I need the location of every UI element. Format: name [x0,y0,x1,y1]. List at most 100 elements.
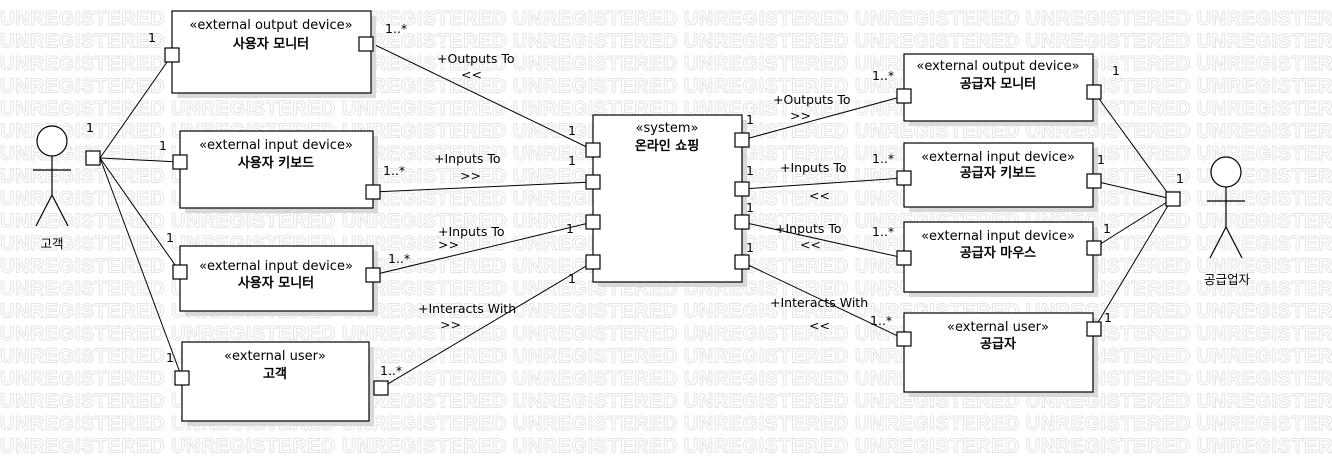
block-customer-user[interactable]: «external user» 고객 [181,341,374,426]
association-direction: << [461,67,482,82]
association-direction: >> [438,237,459,252]
block-user-monitor-output[interactable]: «external output device» 사용자 모니터 [171,10,376,98]
multiplicity: 1..* [380,363,402,378]
port[interactable] [1086,84,1102,100]
multiplicity: 1..* [870,313,892,328]
association-role: +Interacts With [770,295,868,310]
port[interactable] [172,154,188,170]
multiplicity: 1 [1176,171,1184,186]
multiplicity: 1 [148,30,156,45]
port[interactable] [1165,191,1181,207]
multiplicity: 1..* [385,21,407,36]
port[interactable] [1086,321,1102,337]
block-supplier-monitor[interactable]: «external output device» 공급자 모니터 [903,53,1098,126]
actor-head [1210,156,1242,188]
block-stereotype: «external user» [224,349,326,364]
port[interactable] [734,214,750,230]
block-name: 공급자 [980,337,1016,352]
block-stereotype: «external output device» [189,18,352,33]
multiplicity: 1 [566,221,574,236]
port[interactable] [174,370,190,386]
block-name: 고객 [263,366,287,382]
multiplicity: 1 [1112,63,1120,78]
multiplicity: 1 [1104,310,1112,325]
association-role: +Outputs To [437,51,515,66]
multiplicity: 1 [568,153,576,168]
multiplicity-labels: 1 1..* 1 1 1..* 1 1..* 1 1..* 1 1 1 1 1 … [86,21,1184,378]
block-user-keyboard[interactable]: «external input device» 사용자 키보드 [179,130,378,213]
port[interactable] [896,88,912,104]
port[interactable] [734,254,750,270]
block-stereotype: «external input device» [199,138,353,153]
block-name: 사용자 모니터 [238,275,314,291]
association-direction: << [809,318,830,333]
block-system[interactable]: «system» 온라인 쇼핑 [592,114,747,287]
port[interactable] [585,254,601,270]
association-direction: << [809,188,830,203]
block-stereotype: «external input device» [199,259,353,274]
port[interactable] [734,181,750,197]
port[interactable] [1086,173,1102,189]
port[interactable] [896,170,912,186]
block-stereotype: «external input device» [921,229,1075,244]
association-direction: >> [790,108,811,123]
association-direction: >> [440,317,461,332]
multiplicity: 1..* [388,251,410,266]
association-direction: << [800,237,821,252]
multiplicity: 1 [746,240,754,255]
multiplicity: 1 [746,163,754,178]
multiplicity: 1 [1097,152,1105,167]
multiplicity: 1 [568,123,576,138]
association-role: +Inputs To [775,221,842,236]
block-name: 공급자 모니터 [960,76,1036,92]
association-role: +Interacts With [418,301,516,316]
port[interactable] [172,264,188,280]
port[interactable] [896,250,912,266]
association-labels: +Outputs To << +Inputs To >> +Inputs To … [418,51,868,333]
port[interactable] [734,132,750,148]
multiplicity: 1..* [383,163,405,178]
port[interactable] [373,380,389,396]
actor-supplier[interactable]: 공급업자 [1204,156,1251,287]
multiplicity: 1 [159,138,167,153]
port[interactable] [358,36,374,52]
block-user-monitor-input[interactable]: «external input device» 사용자 모니터 [179,245,378,316]
block-stereotype: «external input device» [921,150,1075,165]
actor-customer[interactable]: 고객 [33,125,71,251]
multiplicity: 1..* [872,224,894,239]
actor-head [36,125,68,157]
block-name: 사용자 모니터 [233,36,309,52]
port[interactable] [585,142,601,158]
multiplicity: 1..* [872,151,894,166]
port[interactable] [85,150,101,166]
block-supplier-keyboard[interactable]: «external input device» 공급자 키보드 [903,142,1098,212]
port[interactable] [585,214,601,230]
block-supplier-user[interactable]: «external user» 공급자 [903,312,1098,397]
block-name: 온라인 쇼핑 [635,138,699,154]
association-role: +Outputs To [773,92,851,107]
multiplicity: 1 [746,112,754,127]
association-role: +Inputs To [434,151,501,166]
multiplicity: 1 [746,200,754,215]
block-stereotype: «system» [636,121,699,136]
multiplicity: 1 [166,350,174,365]
block-name: 사용자 키보드 [238,155,314,171]
port[interactable] [365,267,381,283]
ports [85,36,1181,396]
actor-supplier-name: 공급업자 [1204,272,1251,287]
port[interactable] [365,184,381,200]
port[interactable] [1086,240,1102,256]
multiplicity: 1 [166,230,174,245]
actor-customer-name: 고객 [40,236,63,251]
block-supplier-mouse[interactable]: «external input device» 공급자 마우스 [903,221,1098,297]
association-direction: >> [460,168,481,183]
association-role: +Inputs To [780,160,847,175]
association-role: +Inputs To [438,224,505,239]
association-lines [99,43,1173,389]
port[interactable] [164,47,180,63]
block-stereotype: «external user» [947,320,1049,335]
port[interactable] [585,174,601,190]
block-name: 공급자 키보드 [960,166,1036,181]
port[interactable] [896,331,912,347]
